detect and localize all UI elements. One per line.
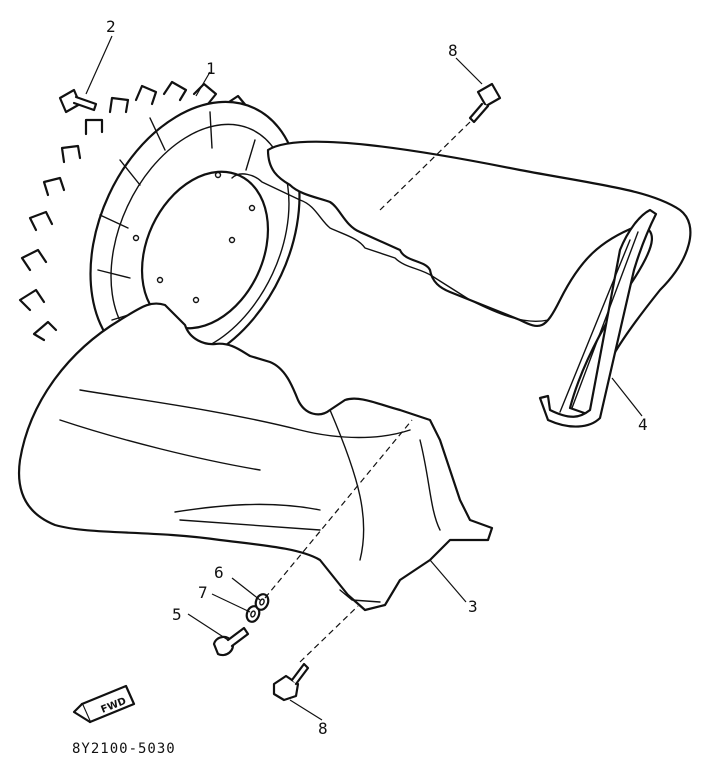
callout-1: 1 [206,59,216,78]
callout-3: 3 [468,597,478,616]
flywheel-fan [18,80,301,370]
callout-8-bottom: 8 [318,719,328,738]
bolt-part-8-top [468,82,502,124]
bolt-part-2 [58,88,98,114]
lower-air-shroud [17,302,494,612]
leader-lines [85,35,643,721]
callout-5: 5 [172,605,182,624]
callout-6: 6 [214,563,224,582]
callout-4: 4 [638,415,648,434]
forward-arrow-icon: FWD [72,684,136,724]
bolt-part-8-bottom [272,662,310,702]
bolt-part-5 [212,626,250,657]
upper-air-shroud [231,140,692,428]
callout-2: 2 [106,17,116,36]
callout-7: 7 [198,583,208,602]
drawing-code: 8Y2100-5030 [72,741,176,757]
callout-8-top: 8 [448,41,458,60]
